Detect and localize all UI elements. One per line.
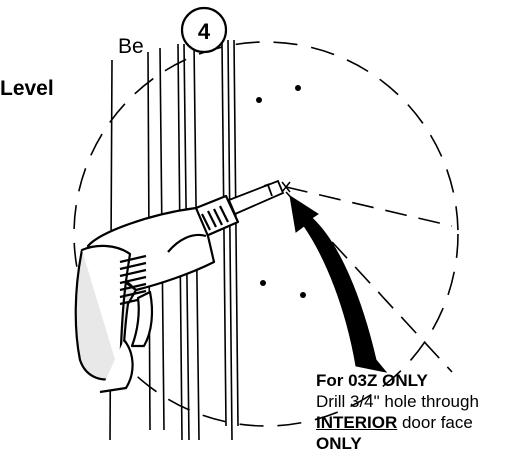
step-badge <box>180 6 228 54</box>
step-number: 4 <box>198 19 211 44</box>
note-line-1: Drill 3/4" hole through <box>316 392 479 411</box>
curved-arrow-icon <box>289 194 388 373</box>
be-label: Be <box>118 35 144 58</box>
mounting-holes <box>256 85 306 298</box>
note-emphasis: INTERIOR <box>316 413 398 432</box>
note-line-3: ONLY <box>316 434 362 453</box>
drill-bit <box>227 179 285 216</box>
note-line-2: INTERIOR door face <box>316 412 479 433</box>
level-label: Level <box>0 77 54 100</box>
detail-circle <box>73 41 459 427</box>
drill-icon <box>74 194 240 394</box>
note-title: For 03Z ONLY <box>316 371 428 390</box>
drill-note: For 03Z ONLY Drill 3/4" hole through INT… <box>316 370 479 454</box>
note-line-2-rest: door face <box>397 413 473 432</box>
drill-point-icon <box>281 181 291 193</box>
